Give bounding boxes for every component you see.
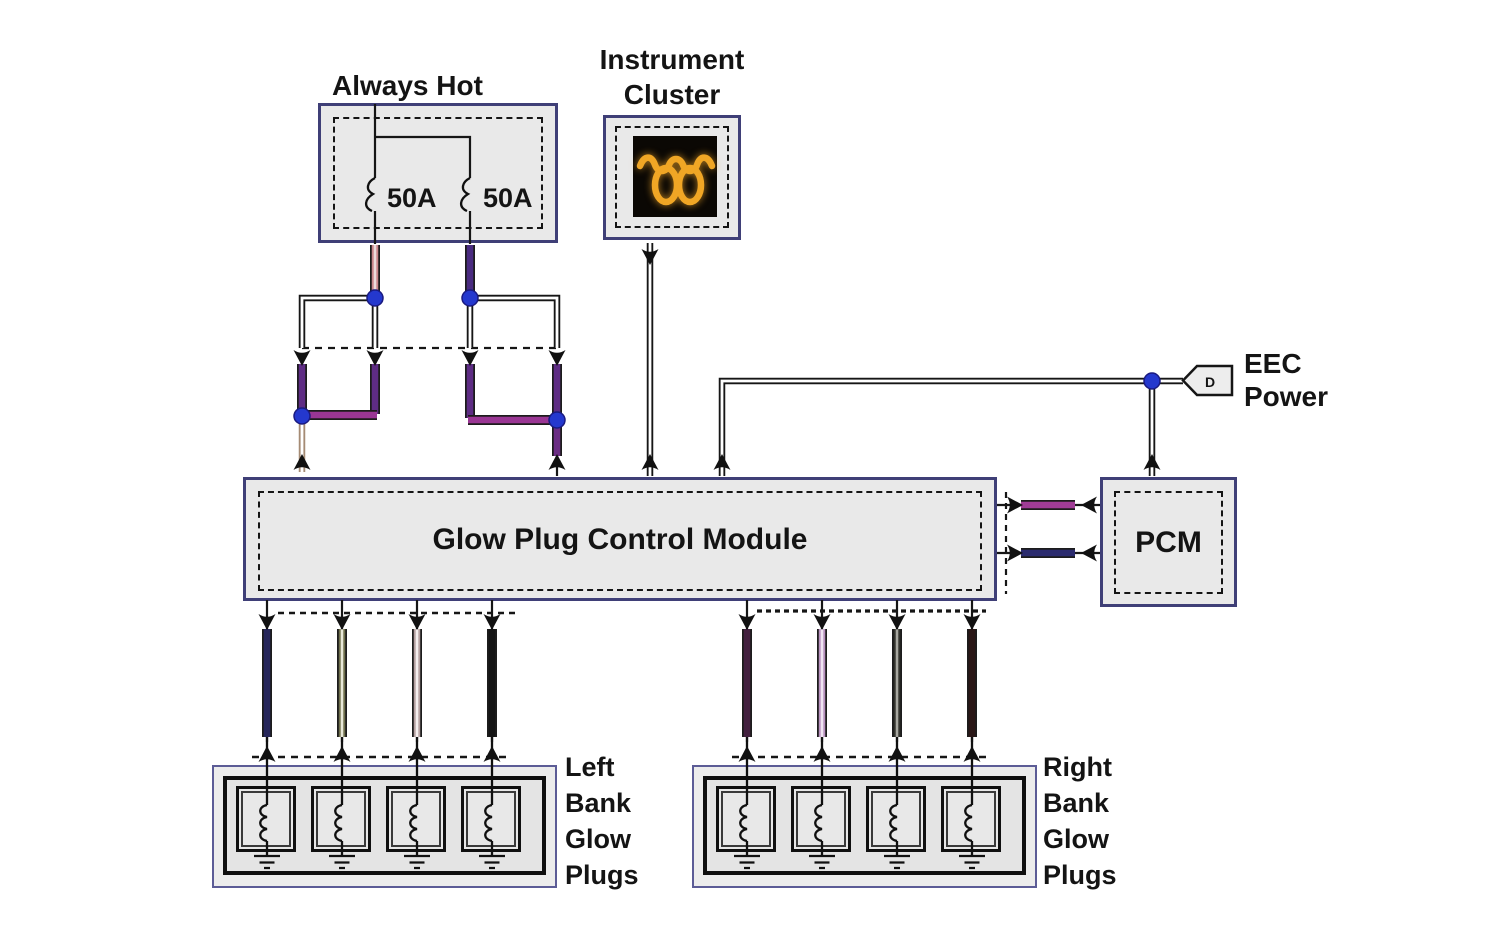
junction-dot	[293, 407, 311, 425]
eec-connector-tag	[1181, 364, 1234, 397]
fuse1-branch-double-wires	[298, 294, 379, 348]
junction-dot	[1143, 372, 1161, 390]
module-dashed-border	[258, 491, 982, 591]
splice-bars	[297, 364, 562, 418]
always-hot-box	[318, 103, 558, 243]
pcm-label: PCM	[1135, 525, 1202, 559]
glow-plug-indicator-icon	[636, 154, 716, 206]
fuse2-rating-label: 50A	[483, 183, 533, 213]
bank-wire-stems	[265, 600, 974, 742]
junction-dot	[461, 289, 479, 307]
eec-power-label: EEC Power	[1244, 348, 1329, 412]
wire-eec-to-module	[718, 377, 1183, 476]
fuse2-branch-double-wires	[466, 294, 561, 348]
always-hot-dashed-border	[333, 117, 543, 229]
eec-connector-id-label: D	[1204, 374, 1216, 390]
instrument-cluster-box	[603, 115, 741, 240]
glow-plug-indicator-lamp	[633, 136, 717, 217]
instrument-cluster-label: Instrument Cluster	[599, 44, 745, 110]
module-label: Glow Plug Control Module	[432, 522, 808, 556]
module-pcm-wire-runs	[997, 503, 1100, 555]
left-bank-label: Left Bank Glow Plugs	[565, 752, 639, 890]
pcm-box	[1100, 477, 1237, 607]
junction-dot	[548, 411, 566, 429]
always-hot-label: Always Hot	[332, 70, 483, 101]
always-hot-internal-wires	[373, 104, 472, 244]
glow-plug-control-module-box	[243, 477, 997, 601]
junction-dots	[293, 289, 1161, 429]
pcm-dashed-border	[1114, 491, 1223, 594]
right-bank-label: Right Bank Glow Plugs	[1043, 752, 1117, 890]
fuse1-rating-label: 50A	[387, 183, 437, 213]
instrument-cluster-dashed-border	[615, 126, 729, 228]
fuse-icon	[364, 176, 377, 213]
fuse-icon	[459, 176, 472, 213]
junction-dot	[366, 289, 384, 307]
